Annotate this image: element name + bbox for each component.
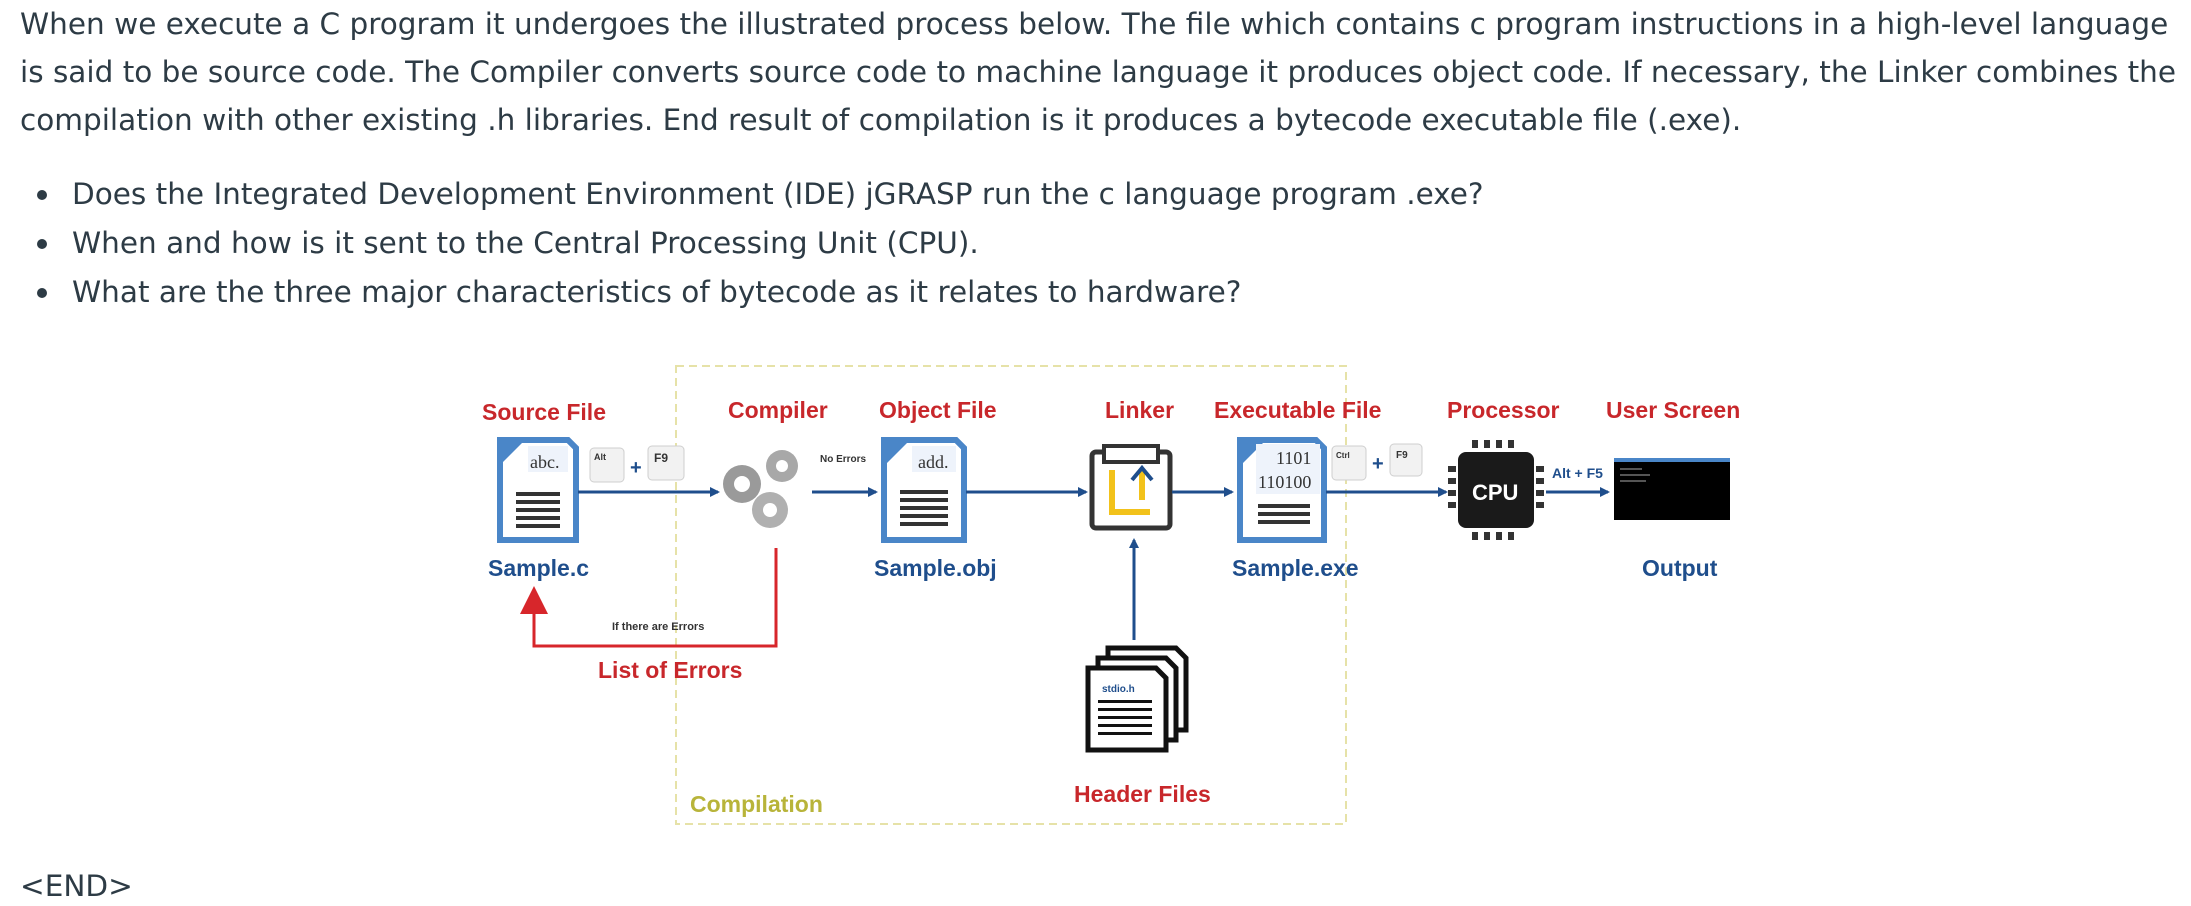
bullet-icon	[37, 239, 47, 249]
header-doc-text: stdio.h	[1102, 684, 1135, 695]
exe-doc-line2: 110100	[1258, 472, 1311, 492]
object-doc-text: add.	[918, 452, 949, 472]
intro-paragraph: When we execute a C program it undergoes…	[20, 7, 2176, 137]
header-files-label: Header Files	[1074, 781, 1211, 807]
source-document-icon	[497, 437, 579, 543]
linker-label: Linker	[1105, 397, 1174, 423]
svg-text:F9: F9	[654, 451, 668, 465]
object-file-label: Object File	[879, 397, 997, 423]
alt-f5-label: Alt + F5	[1552, 465, 1603, 481]
processor-label: Processor	[1447, 397, 1560, 423]
cpu-chip-icon	[1448, 440, 1544, 540]
svg-text:F9: F9	[1396, 450, 1408, 461]
object-file-name: Sample.obj	[874, 555, 997, 581]
plus-sign: +	[630, 457, 642, 479]
executable-file-label: Executable File	[1214, 397, 1381, 423]
source-doc-text: abc.	[530, 452, 559, 472]
output-label: Output	[1642, 555, 1718, 581]
error-loop-line	[532, 548, 778, 648]
f9-key: F9	[647, 445, 685, 481]
executable-document-icon	[1237, 437, 1327, 543]
cpu-label: CPU	[1472, 480, 1518, 505]
list-item: When and how is it sent to the Central P…	[30, 219, 1484, 268]
f9-run-key: F9	[1389, 443, 1423, 477]
list-item: What are the three major characteristics…	[30, 268, 1484, 317]
if-errors-label: If there are Errors	[612, 621, 704, 633]
question-text: Does the Integrated Development Environm…	[72, 177, 1484, 211]
question-text: What are the three major characteristics…	[72, 275, 1242, 309]
bullet-icon	[37, 288, 47, 298]
plus-sign: +	[1372, 453, 1384, 475]
user-screen-icon	[1614, 458, 1730, 520]
error-arrowhead	[520, 586, 548, 614]
question-list: Does the Integrated Development Environm…	[30, 170, 1484, 317]
svg-text:Alt: Alt	[594, 452, 606, 462]
question-text: When and how is it sent to the Central P…	[72, 226, 979, 260]
user-screen-label: User Screen	[1606, 397, 1740, 423]
header-files-icon	[1085, 645, 1189, 753]
ctrl-key: Ctrl	[1331, 445, 1367, 481]
compilation-boundary	[675, 365, 1347, 825]
svg-text:Ctrl: Ctrl	[1336, 451, 1350, 460]
source-file-name: Sample.c	[488, 555, 589, 581]
exe-doc-line1: 1101	[1276, 448, 1311, 468]
compiler-label: Compiler	[728, 397, 828, 423]
list-of-errors-label: List of Errors	[598, 657, 742, 683]
gears-icon	[723, 450, 798, 528]
no-errors-label: No Errors	[820, 454, 867, 465]
bullet-icon	[37, 190, 47, 200]
object-document-icon	[881, 437, 967, 543]
end-marker: <END>	[20, 869, 133, 903]
alt-key: Alt	[589, 447, 625, 483]
executable-file-name: Sample.exe	[1232, 555, 1359, 581]
source-file-label: Source File	[482, 399, 606, 425]
compilation-label: Compilation	[690, 791, 823, 817]
linker-icon	[1089, 444, 1173, 531]
list-item: Does the Integrated Development Environm…	[30, 170, 1484, 219]
